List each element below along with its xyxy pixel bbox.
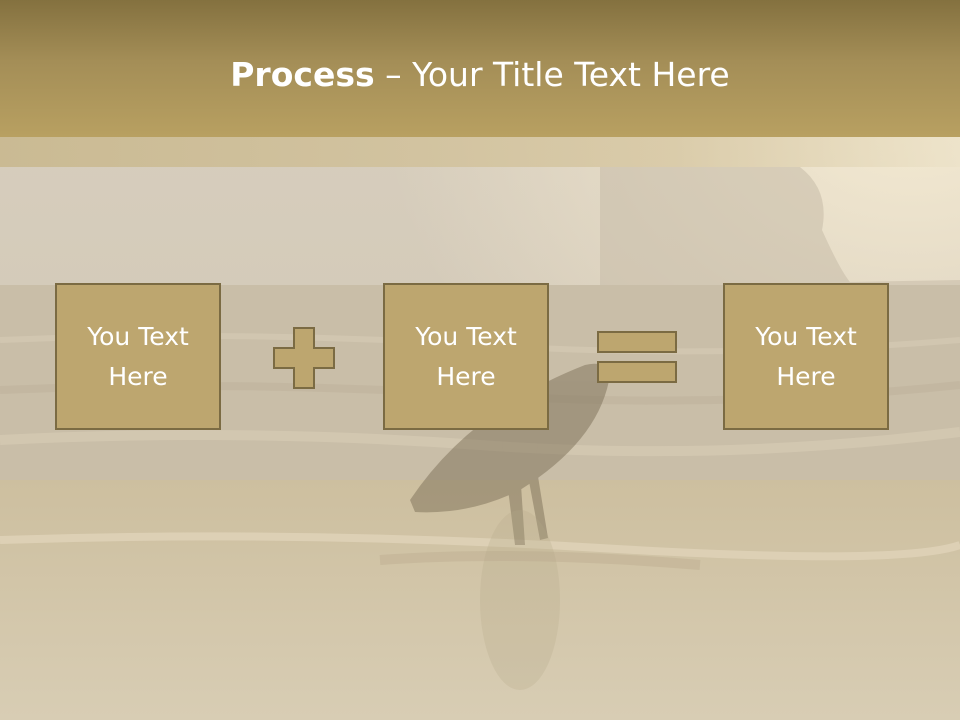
title-banner-strip bbox=[0, 137, 960, 167]
plus-icon bbox=[273, 327, 335, 389]
title-banner bbox=[0, 0, 960, 137]
equals-icon bbox=[597, 331, 677, 383]
process-box-2-text: You Text Here bbox=[415, 321, 517, 391]
process-box-3[interactable]: You Text Here bbox=[723, 283, 889, 430]
process-box-1[interactable]: You Text Here bbox=[55, 283, 221, 430]
title-rest: – Your Title Text Here bbox=[374, 55, 730, 94]
title-strong: Process bbox=[230, 55, 375, 94]
process-box-1-text: You Text Here bbox=[87, 321, 189, 391]
process-box-3-text: You Text Here bbox=[755, 321, 857, 391]
slide-title[interactable]: Process – Your Title Text Here bbox=[0, 52, 960, 98]
process-box-2[interactable]: You Text Here bbox=[383, 283, 549, 430]
